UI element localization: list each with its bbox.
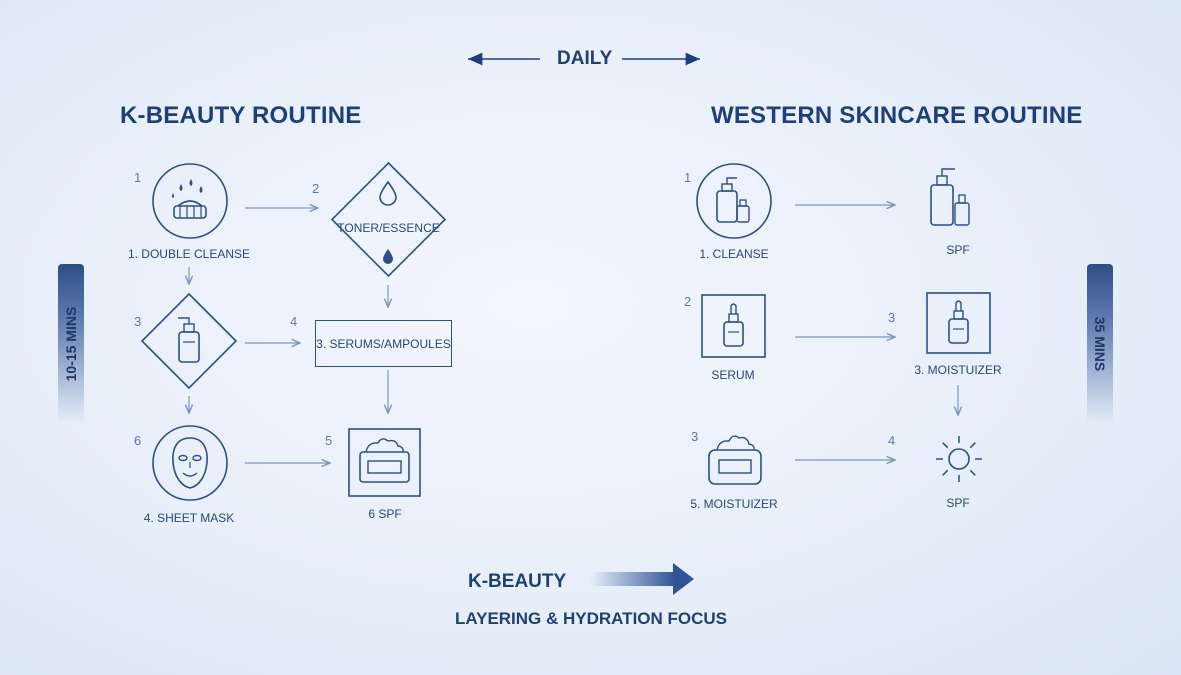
- serums-box: 3. SERUMS/AMPOULES: [315, 320, 452, 367]
- kbeauty-time-label: 10-15 MINS: [63, 306, 79, 382]
- step-label: 3. SERUMS/AMPOULES: [316, 336, 451, 351]
- pump-bottles-icon: [930, 168, 970, 226]
- step-label: SERUM: [711, 368, 755, 382]
- sun-icon: [936, 436, 982, 482]
- step-label: SPF: [946, 496, 970, 510]
- step-label: 5. MOISTUIZER: [690, 497, 778, 511]
- step-label: 1. CLEANSE: [699, 247, 769, 261]
- cleansing-brush-icon: [152, 163, 228, 239]
- cream-jar-icon: [708, 435, 762, 485]
- step-label: 3. MOISTUIZER: [914, 363, 1002, 377]
- step-number: 3: [134, 314, 142, 329]
- kbeauty-time-pill: 10-15 MINS: [58, 264, 84, 424]
- step-number: 6: [134, 433, 142, 448]
- step-label: 1. DOUBLE CLEANSE: [127, 247, 251, 261]
- cream-jar-icon: [348, 428, 421, 497]
- step-label: 6 SPF: [368, 507, 402, 521]
- step-number: 1: [134, 170, 142, 185]
- kbeauty-footer-label: K-BEAUTY: [468, 571, 567, 592]
- step-label: SPF: [946, 243, 970, 257]
- step-number: 4: [290, 314, 298, 329]
- western-time-pill: 35 MINS: [1087, 264, 1113, 424]
- kbeauty-title: K-BEAUTY ROUTINE: [120, 102, 362, 129]
- western-title: WESTERN SKINCARE ROUTINE: [711, 102, 1083, 129]
- step-number: 4: [888, 433, 896, 448]
- sheet-mask-icon: [152, 425, 228, 501]
- step-label: TONER/ESSENCE: [337, 221, 440, 235]
- water-drop-icon: [330, 161, 447, 278]
- step-number: 3: [888, 310, 896, 325]
- western-time-label: 35 MINS: [1092, 316, 1108, 372]
- step-number: 5: [325, 433, 333, 448]
- pump-bottles-icon: [696, 163, 772, 239]
- dropper-bottle-icon: [701, 294, 766, 358]
- step-label: 4. SHEET MASK: [143, 511, 235, 525]
- step-number: 1: [684, 170, 692, 185]
- step-number: 3: [691, 429, 699, 444]
- step-number: 2: [312, 181, 320, 196]
- step-number: 2: [684, 294, 692, 309]
- daily-label: DAILY: [557, 48, 613, 69]
- dropper-bottle-icon: [926, 292, 991, 354]
- focus-label: LAYERING & HYDRATION FOCUS: [455, 609, 728, 628]
- pump-bottle-icon: [140, 292, 238, 390]
